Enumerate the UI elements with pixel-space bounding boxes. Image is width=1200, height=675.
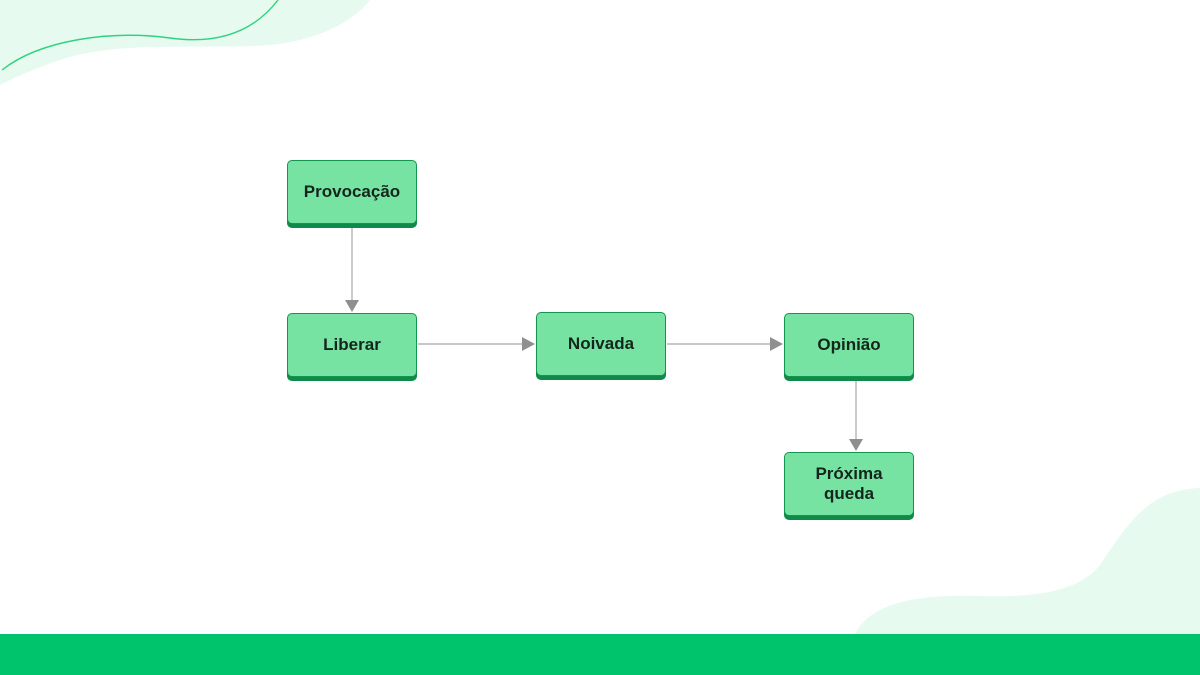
top-left-blob [0,0,370,85]
node-liberar[interactable]: Liberar [287,313,417,377]
bottom-right-blob [855,488,1200,634]
node-label: Liberar [323,335,381,354]
node-noivada[interactable]: Noivada [536,312,666,376]
top-left-wave-line [1,0,279,71]
bottom-bar [0,634,1200,675]
node-label: Noivada [567,334,635,353]
node-label: Provocação [303,182,401,201]
node-label: Próxima queda [815,464,883,503]
node-label: Opinião [817,335,881,354]
node-provocacao[interactable]: Provocação [287,160,417,224]
node-proxima-queda[interactable]: Próxima queda [784,452,914,516]
node-opiniao[interactable]: Opinião [784,313,914,377]
